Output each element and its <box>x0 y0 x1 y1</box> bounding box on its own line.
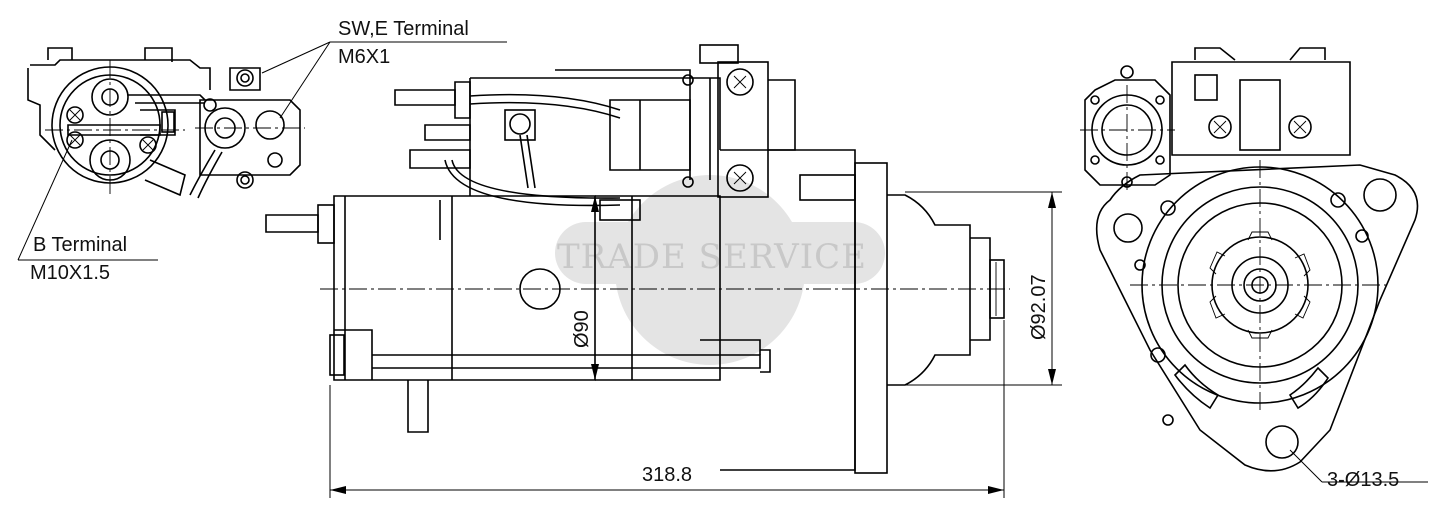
housing-diameter-label: Ø90 <box>571 310 593 348</box>
watermark-text: TRADE SERVICE <box>557 237 867 277</box>
flange-diameter-label: Ø92.07 <box>1028 274 1050 340</box>
watermark: TRADE SERVICE <box>555 175 885 365</box>
b-thread-label: M10X1.5 <box>30 262 110 284</box>
b-terminal-label: B Terminal <box>33 234 127 256</box>
overall-length-label: 318.8 <box>642 464 692 486</box>
mounting-holes-label: 3-Ø13.5 <box>1327 469 1399 491</box>
sw-thread-label: M6X1 <box>338 46 390 68</box>
front-view <box>1080 47 1419 472</box>
dimension-lines <box>329 191 1062 498</box>
leader-lines-right <box>1289 449 1428 483</box>
side-view <box>265 44 1010 474</box>
sw-terminal-label: SW,E Terminal <box>338 18 469 40</box>
terminal-end-view <box>27 47 305 199</box>
leader-lines-left <box>17 41 507 261</box>
